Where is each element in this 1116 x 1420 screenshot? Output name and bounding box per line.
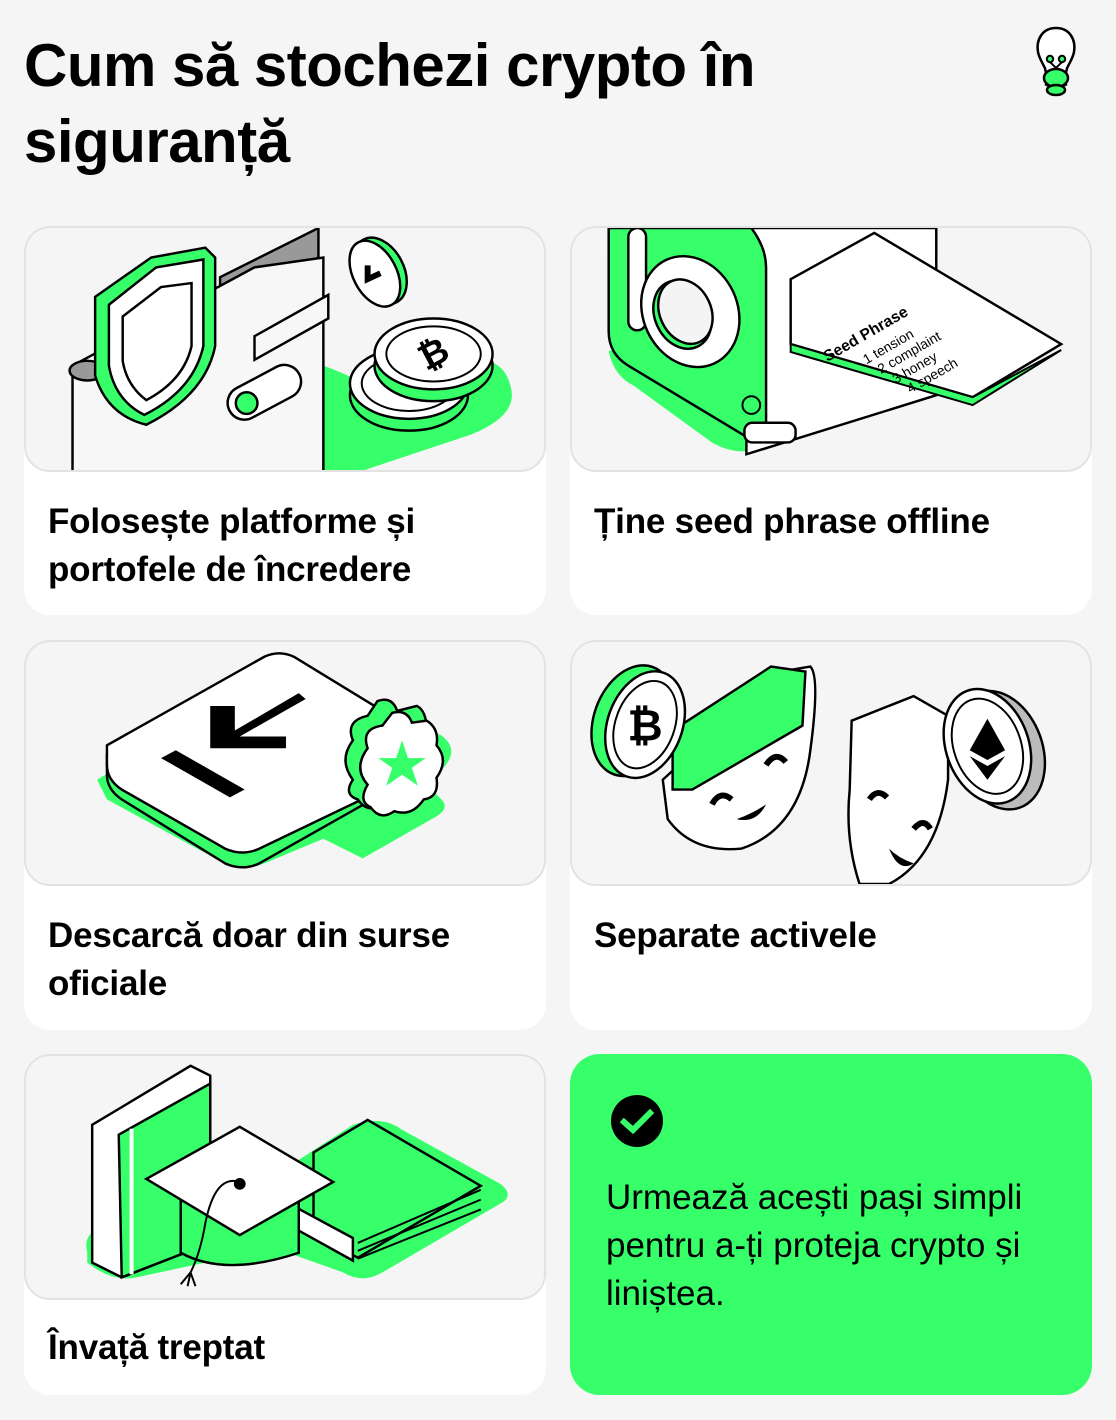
books-cap-illustration: [24, 1054, 546, 1300]
two-faces-illustration: ₿: [570, 640, 1092, 886]
btc-eth-faces-icon: ₿: [590, 664, 1047, 884]
check-circle-icon: [611, 1095, 663, 1147]
tip-label: Descarcă doar din surse oficiale: [48, 916, 450, 1003]
tip-label: Separate activele: [594, 916, 877, 955]
safe-seed-phrase-icon: Seed Phrase 1 tension 2 complaint 3 hone…: [607, 228, 1064, 456]
download-badge-icon: [97, 652, 452, 869]
tip-card-seed-offline: Seed Phrase 1 tension 2 complaint 3 hone…: [570, 226, 1092, 615]
wallet-shield-illustration: ₿: [24, 226, 546, 472]
tip-label: Ține seed phrase offline: [594, 502, 990, 541]
download-badge-illustration: [24, 640, 546, 886]
tip-card-learn-gradually: Învață treptat: [24, 1054, 546, 1395]
safe-seed-phrase-illustration: Seed Phrase 1 tension 2 complaint 3 hone…: [570, 226, 1092, 472]
summary-card: Urmează acești pași simpli pentru a-ți p…: [570, 1054, 1092, 1395]
books-graduation-cap-icon: [86, 1064, 508, 1287]
summary-text: Urmează acești pași simpli pentru a-ți p…: [606, 1178, 1023, 1313]
tip-card-official-sources: Descarcă doar din surse oficiale: [24, 640, 546, 1030]
tip-card-trusted-wallets: ₿ Folosește platforme și portofele de în…: [24, 226, 546, 615]
tip-label: Folosește platforme și portofele de încr…: [48, 502, 416, 589]
page-title: Cum să stochezi crypto în siguranță: [24, 32, 756, 175]
tip-label: Învață treptat: [48, 1328, 265, 1367]
svg-text:₿: ₿: [627, 701, 662, 751]
wallet-shield-coins-icon: ₿: [68, 228, 512, 470]
tip-card-separate-assets: ₿ Separate activele: [570, 640, 1092, 1030]
lightbulb-icon: [1036, 26, 1076, 97]
